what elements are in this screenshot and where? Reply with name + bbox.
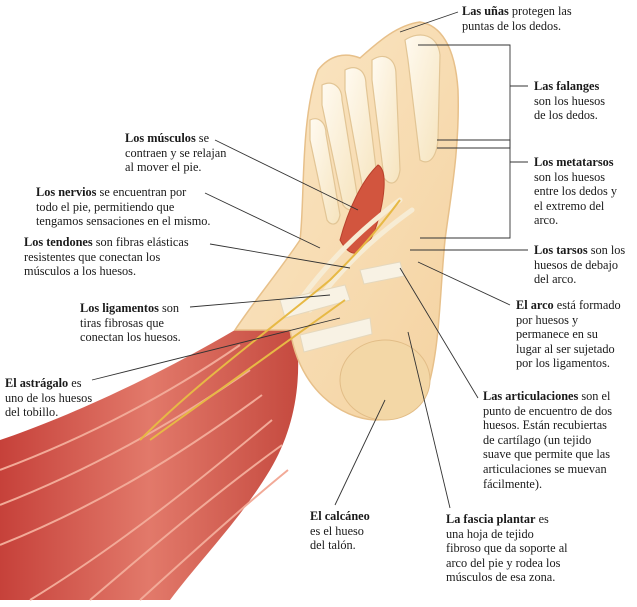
label-unas: Las uñas protegen las puntas de los dedo… (462, 4, 572, 33)
label-calcaneo: El calcáneo es el hueso del talón. (310, 509, 370, 553)
toe-bones (309, 34, 441, 225)
label-ligamentos: Los ligamentos son tiras fibrosas que co… (80, 301, 181, 345)
ankle-ligaments (279, 261, 405, 353)
label-falanges: Las falanges son los huesos de los dedos… (534, 79, 606, 123)
label-fascia-plantar: La fascia plantar es una hoja de tejido … (446, 512, 568, 585)
heel (339, 339, 431, 421)
label-arco: El arco está formado por huesos y perman… (516, 298, 621, 371)
nerves (139, 199, 401, 441)
leg-muscles (0, 300, 299, 601)
leader-lines (91, 11, 528, 509)
label-nervios: Los nervios se encuentran por todo el pi… (36, 185, 211, 229)
label-musculos: Los músculos se contraen y se relajan al… (125, 131, 227, 175)
label-articulaciones: Las articulaciones son el punto de encue… (483, 389, 613, 491)
label-tendones: Los tendones son fibras elásticas resist… (24, 235, 189, 279)
label-metatarsos: Los metatarsos son los huesos entre los … (534, 155, 617, 228)
label-tarsos: Los tarsos son los huesos de debajo del … (534, 243, 626, 287)
label-astragalo: El astrágalo es uno de los huesos del to… (5, 376, 93, 420)
